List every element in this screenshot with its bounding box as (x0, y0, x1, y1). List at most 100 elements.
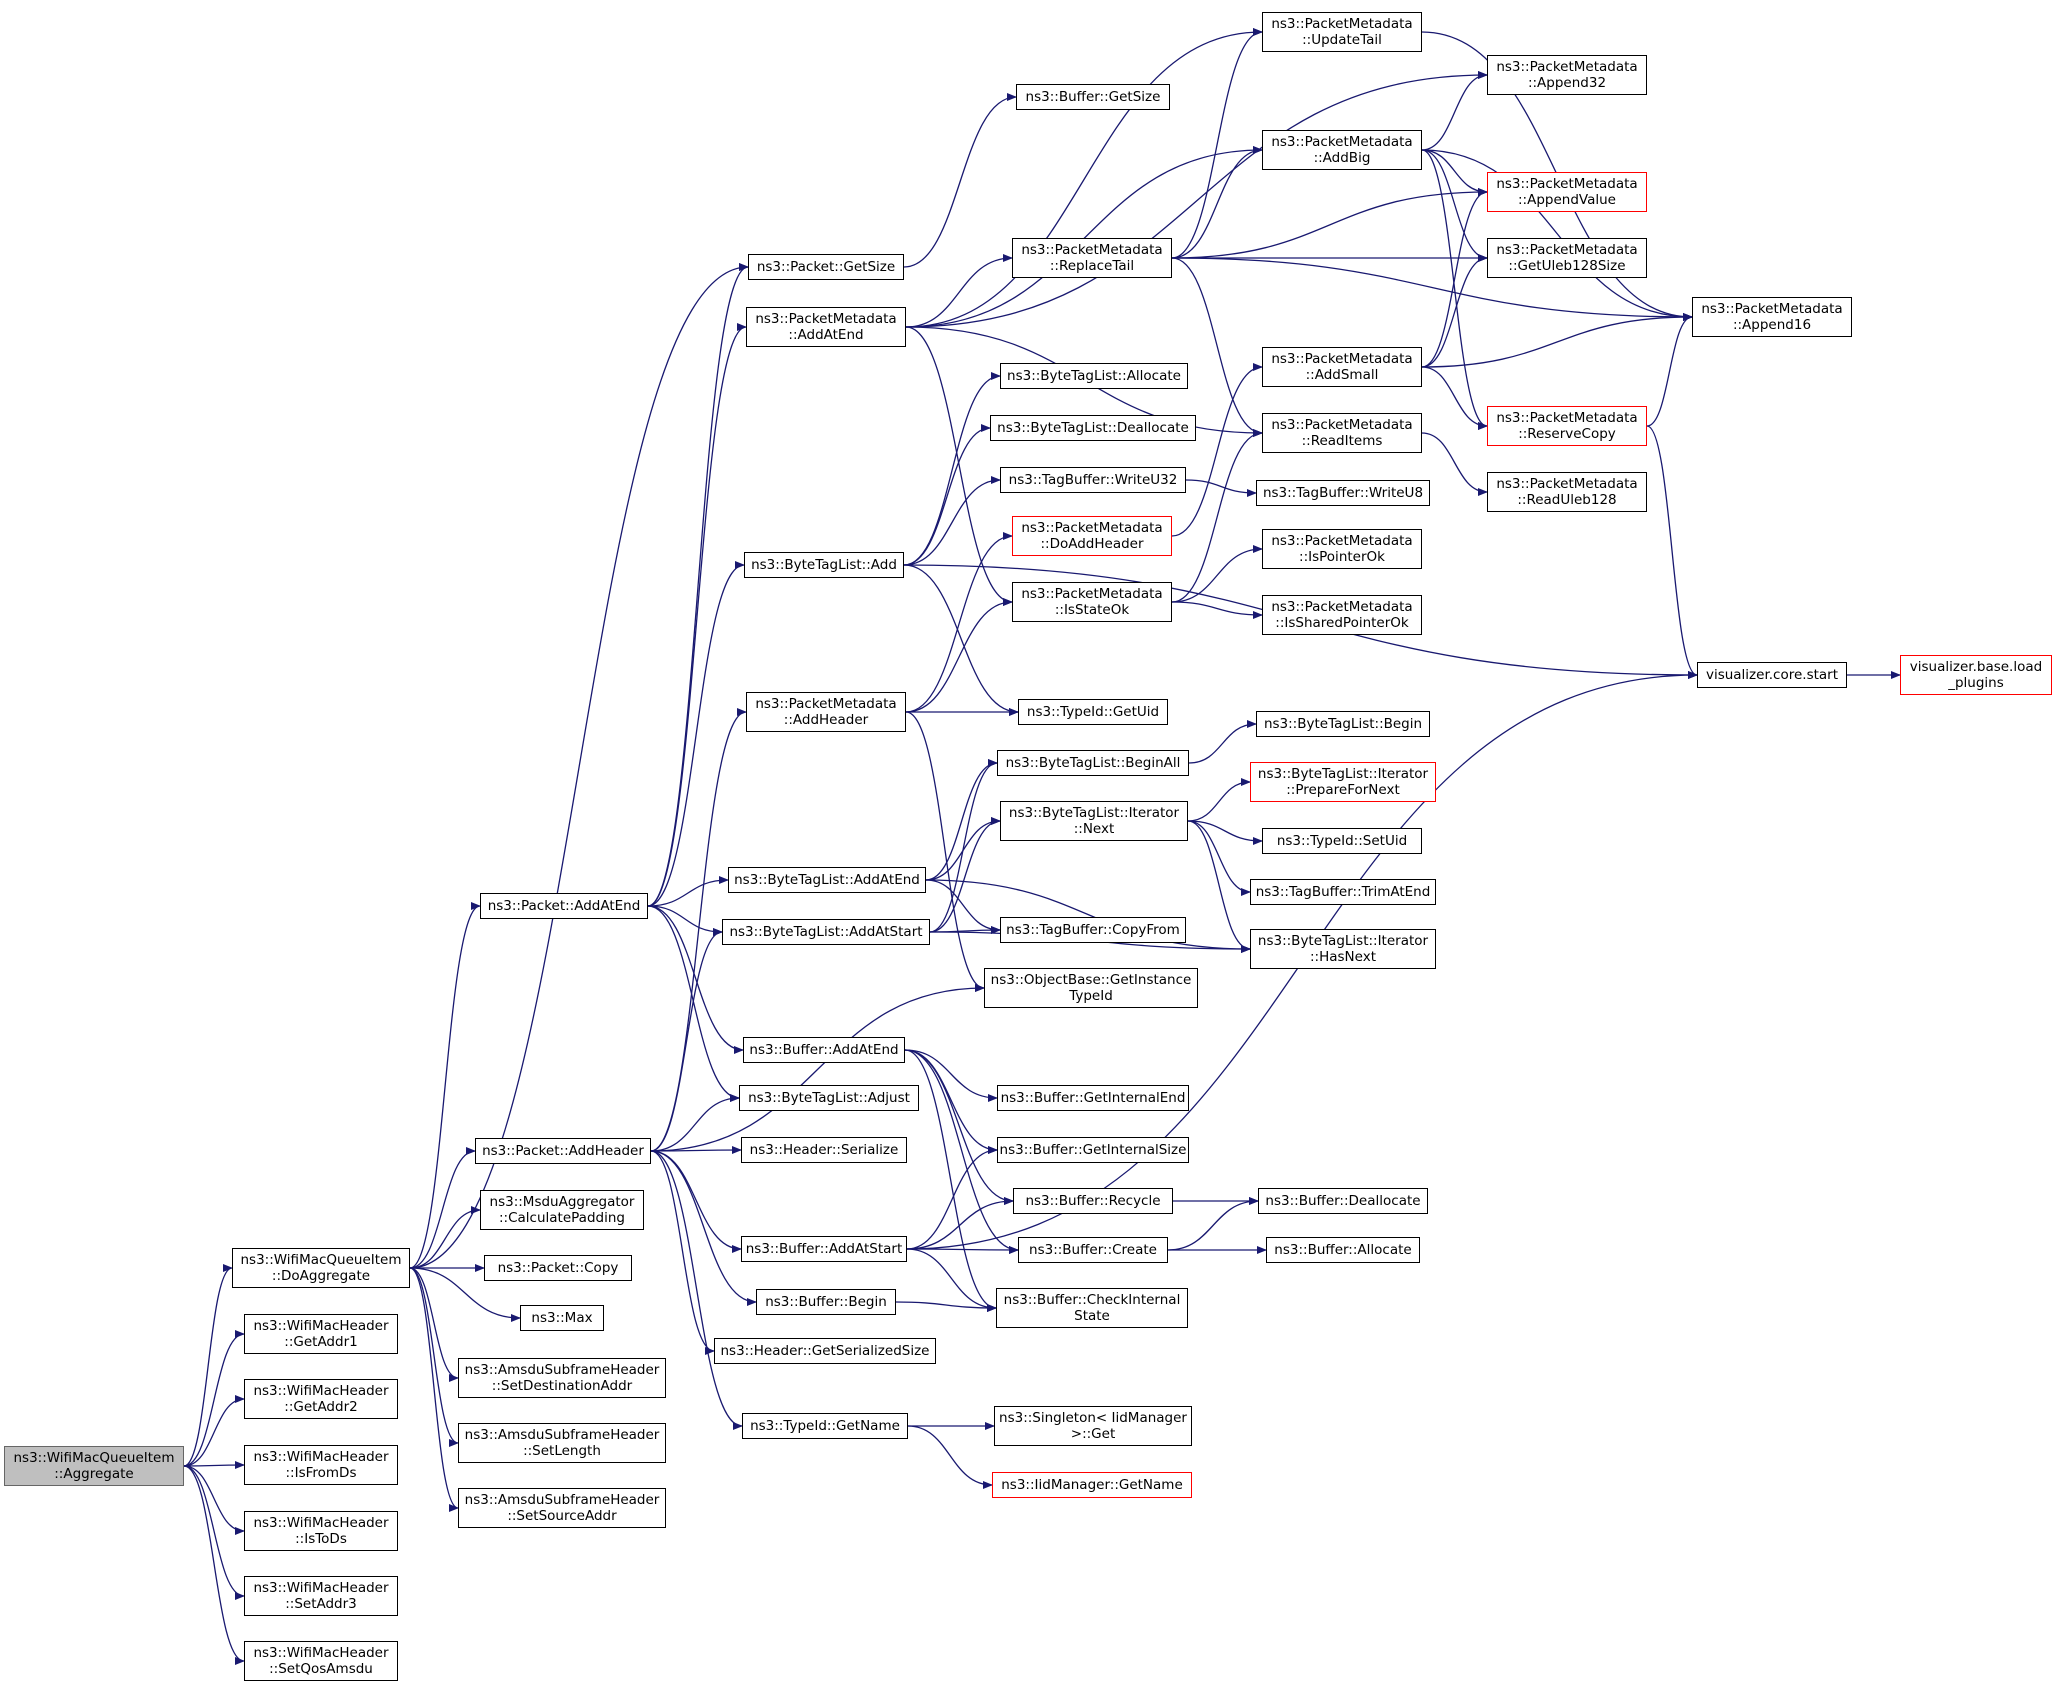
call-edge-packetAddAtEnd-to-btlAddAtStart (647, 905, 723, 936)
function-node-pmReadUleb128[interactable]: ns3::PacketMetadata::ReadUleb128 (1487, 472, 1647, 512)
function-node-btlAddAtEnd[interactable]: ns3::ByteTagList::AddAtEnd (728, 867, 926, 893)
function-node-packetAddHeader[interactable]: ns3::Packet::AddHeader (475, 1138, 651, 1164)
function-node-packetAddAtEnd[interactable]: ns3::Packet::AddAtEnd (480, 893, 648, 919)
function-node-typeIdSetUid[interactable]: ns3::TypeId::SetUid (1262, 828, 1422, 854)
function-node-btlAdjust[interactable]: ns3::ByteTagList::Adjust (739, 1085, 919, 1111)
function-node-label: ::UpdateTail (1302, 32, 1382, 48)
function-node-singletonGet[interactable]: ns3::Singleton< IidManager>::Get (994, 1406, 1192, 1446)
function-node-isFromDs[interactable]: ns3::WifiMacHeader::IsFromDs (244, 1445, 398, 1485)
function-node-label: ns3::ObjectBase::GetInstance (990, 972, 1192, 988)
function-node-label: ns3::Packet::Copy (497, 1260, 619, 1276)
call-edge-tbWriteU32-to-tbWriteU8 (1185, 479, 1257, 497)
function-node-bufGetInternalSize[interactable]: ns3::Buffer::GetInternalSize (997, 1137, 1189, 1163)
function-node-vizLoadPlugins[interactable]: visualizer.base.load_plugins (1900, 655, 2052, 695)
function-node-pmGetUleb128Size[interactable]: ns3::PacketMetadata::GetUleb128Size (1487, 238, 1647, 278)
function-node-packetCopy[interactable]: ns3::Packet::Copy (484, 1255, 632, 1281)
function-node-label: ns3::PacketMetadata (1021, 586, 1163, 602)
function-node-setDestAddr[interactable]: ns3::AmsduSubframeHeader::SetDestination… (458, 1358, 666, 1398)
function-node-label: ns3::PacketMetadata (1271, 417, 1413, 433)
function-node-pmIsPointerOk[interactable]: ns3::PacketMetadata::IsPointerOk (1262, 529, 1422, 569)
function-node-pmAppend32[interactable]: ns3::PacketMetadata::Append32 (1487, 55, 1647, 95)
function-node-iidGetName[interactable]: ns3::IidManager::GetName (992, 1472, 1192, 1498)
function-node-headerSerialize[interactable]: ns3::Header::Serialize (741, 1137, 907, 1163)
function-node-pmAddHeader[interactable]: ns3::PacketMetadata::AddHeader (746, 692, 906, 732)
function-node-bufAddAtEnd[interactable]: ns3::Buffer::AddAtEnd (743, 1037, 905, 1063)
function-node-pmIsStateOk[interactable]: ns3::PacketMetadata::IsStateOk (1012, 582, 1172, 622)
function-node-isToDs[interactable]: ns3::WifiMacHeader::IsToDs (244, 1511, 398, 1551)
call-edge-bufAddAtEnd-to-bufGetInternalEnd (904, 1049, 998, 1102)
function-node-setSourceAddr[interactable]: ns3::AmsduSubframeHeader::SetSourceAddr (458, 1488, 666, 1528)
function-node-bufAllocate[interactable]: ns3::Buffer::Allocate (1266, 1237, 1420, 1263)
function-node-label: ns3::ByteTagList::Iterator (1008, 805, 1180, 821)
call-edge-btlIterNext-to-btlIterPrepare (1187, 778, 1251, 822)
call-edge-bufAddAtEnd-to-bufCheckInternal (904, 1049, 997, 1312)
function-node-bufCreate[interactable]: ns3::Buffer::Create (1018, 1237, 1168, 1263)
function-node-max[interactable]: ns3::Max (520, 1305, 604, 1331)
function-node-bufBegin[interactable]: ns3::Buffer::Begin (756, 1289, 896, 1315)
function-node-setQosAmsdu[interactable]: ns3::WifiMacHeader::SetQosAmsdu (244, 1641, 398, 1681)
function-node-tbCopyFrom[interactable]: ns3::TagBuffer::CopyFrom (1000, 917, 1186, 943)
function-node-bufDeallocate[interactable]: ns3::Buffer::Deallocate (1258, 1188, 1428, 1214)
function-node-label: ns3::PacketMetadata (1271, 533, 1413, 549)
call-edge-bufAddAtStart-to-bufGetInternalSize (906, 1146, 998, 1250)
function-node-label: ::Next (1073, 821, 1115, 837)
function-node-getAddr1[interactable]: ns3::WifiMacHeader::GetAddr1 (244, 1314, 398, 1354)
function-node-pmAppend16[interactable]: ns3::PacketMetadata::Append16 (1692, 297, 1852, 337)
function-node-pmAddBig[interactable]: ns3::PacketMetadata::AddBig (1262, 130, 1422, 170)
function-node-pmReserveCopy[interactable]: ns3::PacketMetadata::ReserveCopy (1487, 406, 1647, 446)
function-node-calcPadding[interactable]: ns3::MsduAggregator::CalculatePadding (480, 1190, 644, 1230)
function-node-tbWriteU32[interactable]: ns3::TagBuffer::WriteU32 (1000, 467, 1186, 493)
function-node-tbWriteU8[interactable]: ns3::TagBuffer::WriteU8 (1256, 480, 1430, 506)
call-edge-bufAddAtEnd-to-bufRecycle (904, 1049, 1014, 1205)
call-edge-pmReplaceTail-to-pmReadItems (1171, 257, 1263, 437)
function-node-pmReadItems[interactable]: ns3::PacketMetadata::ReadItems (1262, 413, 1422, 453)
function-node-bufGetInternalEnd[interactable]: ns3::Buffer::GetInternalEnd (997, 1085, 1189, 1111)
function-node-btlBegin[interactable]: ns3::ByteTagList::Begin (1256, 711, 1430, 737)
call-edge-bufAddAtStart-to-bufRecycle (906, 1197, 1014, 1250)
function-node-typeIdGetUid[interactable]: ns3::TypeId::GetUid (1018, 699, 1168, 725)
function-node-vizStart[interactable]: visualizer.core.start (1697, 662, 1847, 688)
function-node-pmReplaceTail[interactable]: ns3::PacketMetadata::ReplaceTail (1012, 238, 1172, 278)
function-node-pmIsSharedPtrOk[interactable]: ns3::PacketMetadata::IsSharedPointerOk (1262, 595, 1422, 635)
function-node-pmAddAtEnd[interactable]: ns3::PacketMetadata::AddAtEnd (746, 307, 906, 347)
function-node-label: ns3::Packet::GetSize (756, 259, 896, 275)
function-node-btlIterNext[interactable]: ns3::ByteTagList::Iterator::Next (1000, 801, 1188, 841)
function-node-packetGetSize[interactable]: ns3::Packet::GetSize (748, 254, 904, 280)
function-node-pmAddSmall[interactable]: ns3::PacketMetadata::AddSmall (1262, 347, 1422, 387)
function-node-headerGetSerSize[interactable]: ns3::Header::GetSerializedSize (714, 1338, 936, 1364)
function-node-tbTrimAtEnd[interactable]: ns3::TagBuffer::TrimAtEnd (1250, 879, 1436, 905)
function-node-btlAddAtStart[interactable]: ns3::ByteTagList::AddAtStart (722, 919, 930, 945)
call-edge-doAggregate-to-calcPadding (409, 1206, 481, 1269)
call-edge-pmIsStateOk-to-pmIsPointerOk (1171, 545, 1263, 603)
call-edge-pmAddBig-to-pmAppend32 (1421, 71, 1488, 151)
function-node-doAggregate[interactable]: ns3::WifiMacQueueItem::DoAggregate (232, 1248, 410, 1288)
call-edge-btlAdd-to-typeIdGetUid (903, 564, 1019, 716)
call-edge-pmIsStateOk-to-pmIsSharedPtrOk (1171, 601, 1263, 619)
function-node-bufAddAtStart[interactable]: ns3::Buffer::AddAtStart (741, 1236, 907, 1262)
function-node-setLength[interactable]: ns3::AmsduSubframeHeader::SetLength (458, 1423, 666, 1463)
function-node-pmDoAddHeader[interactable]: ns3::PacketMetadata::DoAddHeader (1012, 516, 1172, 556)
function-node-getAddr2[interactable]: ns3::WifiMacHeader::GetAddr2 (244, 1379, 398, 1419)
function-node-btlIterHasNext[interactable]: ns3::ByteTagList::Iterator::HasNext (1250, 929, 1436, 969)
function-node-pmAppendValue[interactable]: ns3::PacketMetadata::AppendValue (1487, 172, 1647, 212)
call-edge-aggregate-to-setQosAmsdu (183, 1465, 245, 1665)
function-node-typeIdGetName[interactable]: ns3::TypeId::GetName (742, 1413, 908, 1439)
function-node-btlAllocate[interactable]: ns3::ByteTagList::Allocate (1000, 363, 1188, 389)
function-node-setAddr3[interactable]: ns3::WifiMacHeader::SetAddr3 (244, 1576, 398, 1616)
function-node-btlBeginAll[interactable]: ns3::ByteTagList::BeginAll (997, 750, 1189, 776)
function-node-btlDeallocate[interactable]: ns3::ByteTagList::Deallocate (990, 415, 1196, 441)
call-edge-btlAdd-to-tbWriteU32 (903, 476, 1001, 566)
call-edge-btlIterNext-to-typeIdSetUid (1187, 820, 1263, 845)
call-edge-aggregate-to-isFromDs (183, 1461, 245, 1470)
function-node-btlAdd[interactable]: ns3::ByteTagList::Add (744, 552, 904, 578)
function-node-label: ::ReplaceTail (1049, 258, 1135, 274)
function-node-bufGetSize[interactable]: ns3::Buffer::GetSize (1016, 84, 1170, 110)
call-edge-pmAddSmall-to-pmGetUleb128Size (1421, 254, 1488, 368)
function-node-label: ns3::ByteTagList::AddAtStart (729, 924, 923, 940)
function-node-pmUpdateTail[interactable]: ns3::PacketMetadata::UpdateTail (1262, 12, 1422, 52)
function-node-bufRecycle[interactable]: ns3::Buffer::Recycle (1013, 1188, 1173, 1214)
function-node-btlIterPrepare[interactable]: ns3::ByteTagList::Iterator::PrepareForNe… (1250, 762, 1436, 802)
call-edge-pmReserveCopy-to-vizStart (1646, 425, 1698, 679)
